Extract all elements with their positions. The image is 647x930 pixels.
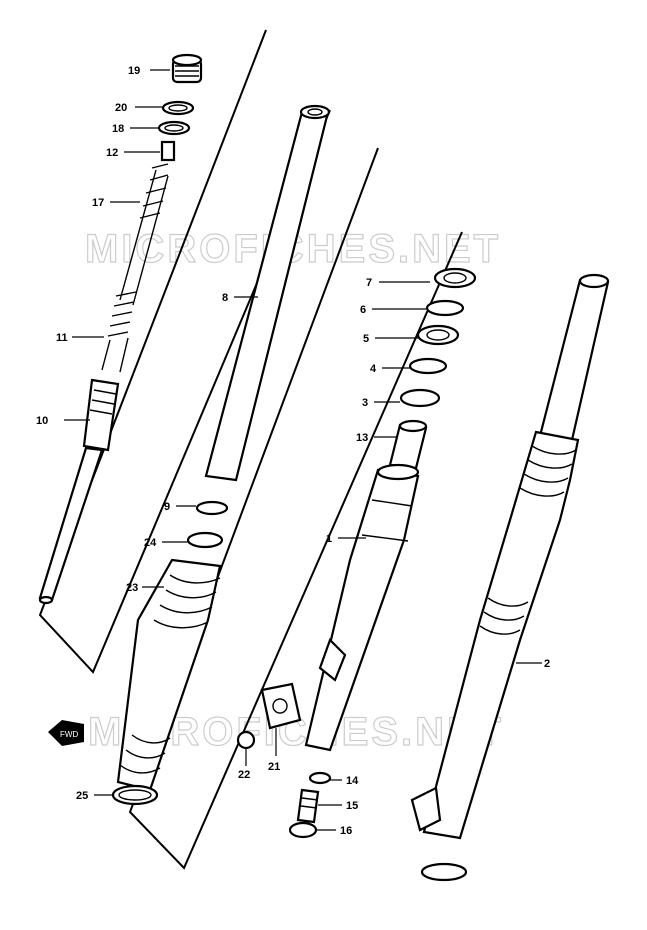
part-17-fork-spring: [119, 163, 169, 306]
callout-15: 15: [346, 800, 358, 812]
part-12-spacer: [160, 140, 176, 162]
callout-10: 10: [36, 415, 48, 427]
callout-22: 22: [238, 769, 250, 781]
part-19-fork-cap-bolt: [171, 53, 203, 84]
callout-11: 11: [56, 332, 68, 344]
part-6-stopper-ring: [425, 299, 465, 317]
callout-8: 8: [222, 292, 228, 304]
front-marker-label: FWD: [60, 730, 78, 739]
part-9-guide-bushing: [195, 500, 229, 516]
part-13-slide-bushing: [388, 419, 428, 470]
part-7-dust-seal: [433, 267, 477, 289]
callout-23: 23: [126, 582, 138, 594]
callout-1: 1: [326, 533, 332, 545]
part-1-outer-tube: [304, 463, 420, 752]
part-24-clamp: [186, 531, 224, 549]
callout-3: 3: [362, 397, 368, 409]
callout-14: 14: [346, 775, 359, 787]
callout-18: 18: [112, 123, 124, 135]
part-11-rebound-spring: [101, 291, 137, 373]
callout-24: 24: [144, 537, 157, 549]
callout-6: 6: [360, 304, 366, 316]
part-15-drain-bolt: [296, 788, 320, 824]
callout-21: 21: [268, 761, 280, 773]
callout-2: 2: [544, 658, 550, 670]
callout-19: 19: [128, 65, 140, 77]
part-16-washer: [288, 821, 318, 839]
part-3-guide-metal: [399, 388, 441, 408]
part-8-inner-tube: [204, 104, 331, 482]
part-20-o-ring: [161, 100, 195, 116]
group-frame-middle: [128, 147, 463, 870]
part-22-nut: [236, 730, 256, 750]
part-10-damper-rod: [38, 378, 120, 605]
callout-25: 25: [76, 790, 88, 802]
part-18-washer: [157, 120, 191, 136]
part-4-washer: [408, 357, 448, 375]
callout-12: 12: [106, 147, 118, 159]
part-14-gasket: [308, 771, 332, 785]
callout-4: 4: [370, 363, 377, 375]
part-21-axle-holder: [260, 682, 302, 730]
callout-20: 20: [115, 102, 127, 114]
group-frame-left: [38, 29, 331, 674]
callout-16: 16: [340, 825, 352, 837]
callout-13: 13: [356, 432, 368, 444]
callout-9: 9: [164, 501, 170, 513]
callout-5: 5: [363, 333, 369, 345]
callout-17: 17: [92, 197, 104, 209]
part-2-front-fork-assembly: [410, 273, 610, 882]
part-23-fork-boot: [116, 558, 222, 792]
front-direction-marker: FWD: [48, 720, 84, 746]
callout-7: 7: [366, 277, 372, 289]
part-5-oil-seal: [416, 324, 460, 346]
